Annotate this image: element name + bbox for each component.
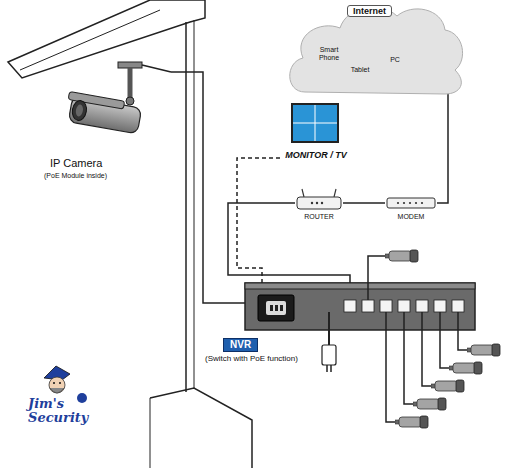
modem-box: MODEM [385,192,437,226]
cable [343,202,385,204]
router-box: ROUTER [295,192,343,226]
cable [237,158,280,283]
device-label: Tablet [345,66,375,78]
node-title: PC [383,56,407,64]
router-device [297,189,341,209]
node-title: NVR [223,338,258,352]
node-subtitle: (PoE Module inside) [44,172,107,180]
node-subtitle: (Switch with PoE function) [205,354,298,363]
house-floor [150,388,252,468]
node-title: MONITOR / TV [280,150,352,160]
node-title: ROUTER [295,213,343,221]
ip-camera [64,62,171,134]
power-cord [322,312,336,372]
house-wall [194,20,195,388]
node-title: Tablet [345,66,375,74]
roof-line [20,10,160,70]
monitor-box: MONITOR / TV [280,100,352,162]
node-title: Internet [347,5,392,17]
house-wall [150,398,151,468]
monitor-screen [292,104,338,142]
nvr-box: NVR(Switch with PoE function) [245,283,475,330]
roof-eave [8,0,205,78]
ip-camera-box: IP Camera (PoE Module inside) [40,60,171,185]
cable [171,72,245,303]
poe-camera [385,250,500,428]
node-title: Smart Phone [313,46,345,62]
cable [228,203,350,283]
camera-wires [368,256,468,422]
node-title: MODEM [385,213,437,221]
modem-device [387,198,435,208]
logo-text: Jim's Security [28,397,94,424]
cloud-outline [290,7,463,94]
internet-cloud: InternetSmart PhoneTablet PC [285,0,465,96]
device-label: Smart Phone [313,46,345,66]
device-label: PC [383,56,407,68]
house-wall [185,22,187,392]
node-title: IP Camera [50,157,102,170]
cable [437,92,448,203]
